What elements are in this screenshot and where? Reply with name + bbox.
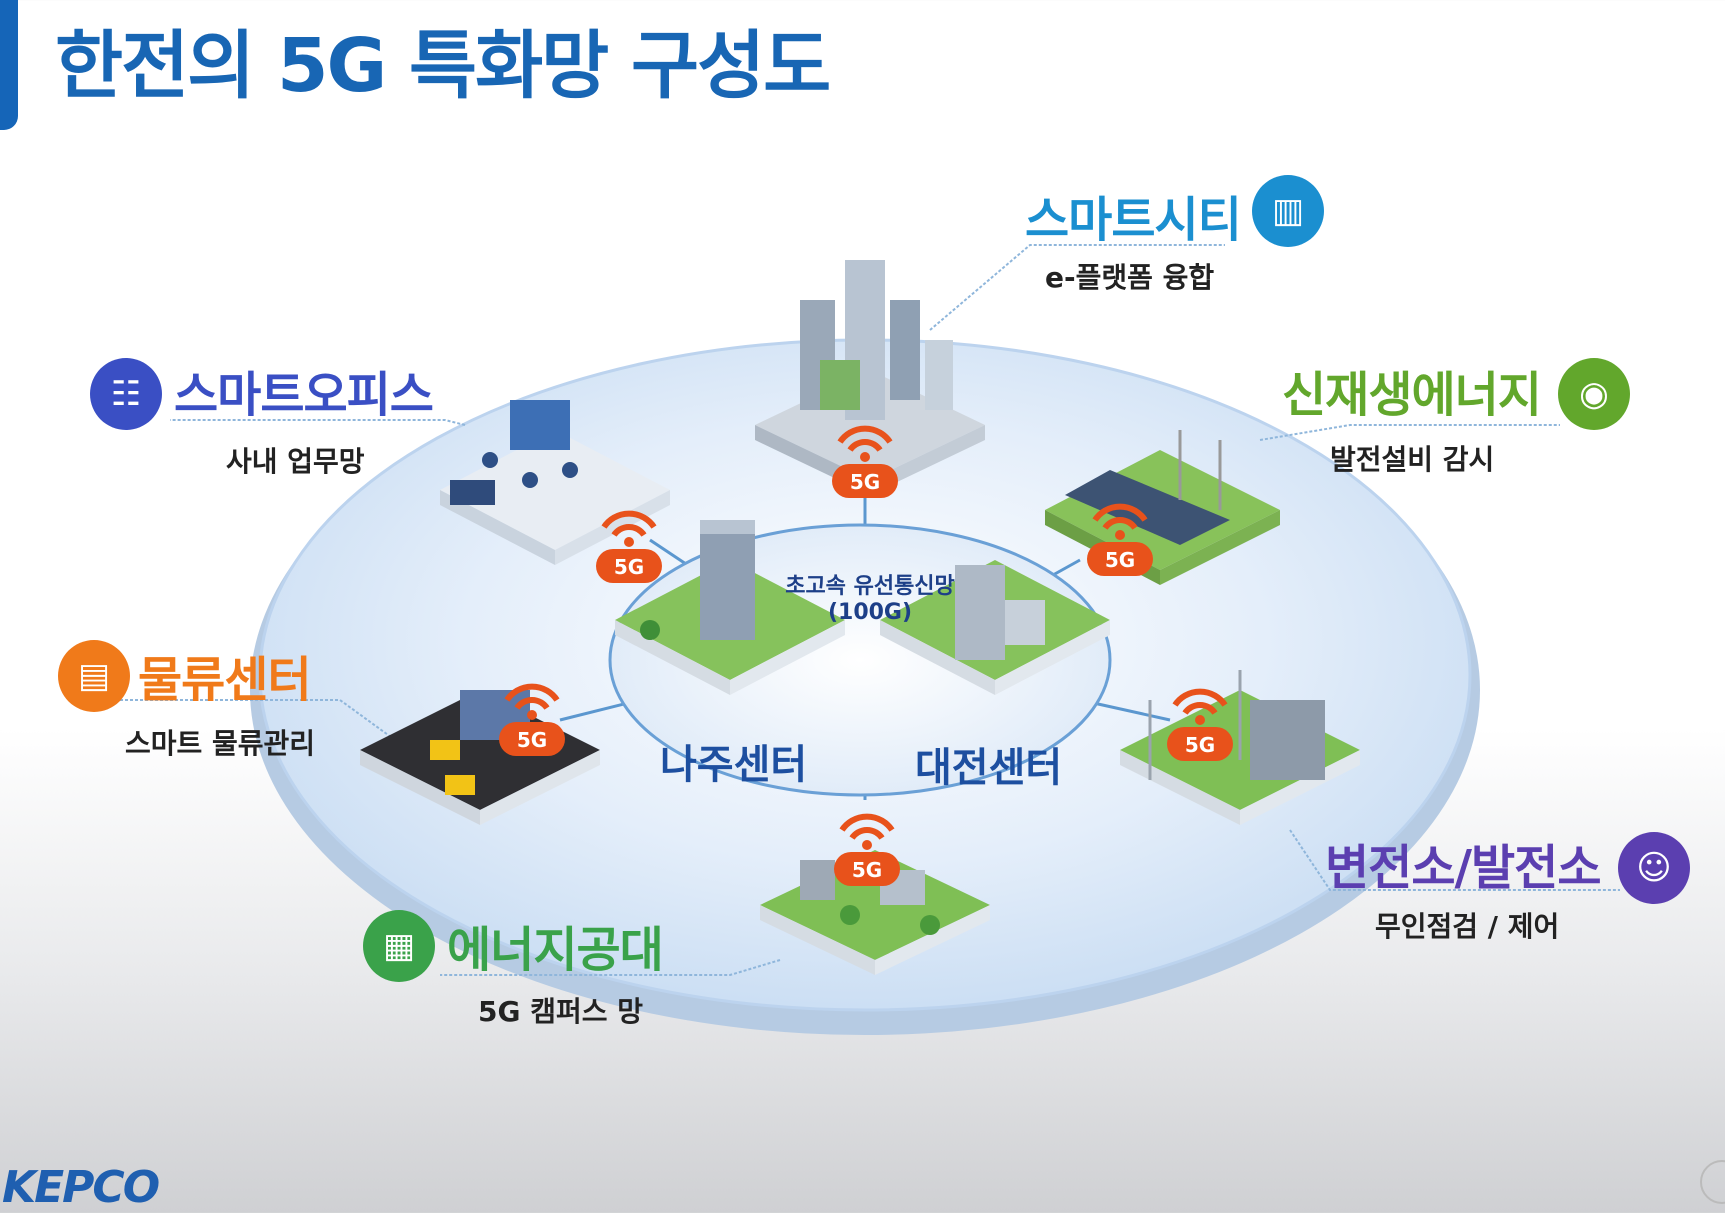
smart-office-title: 스마트오피스 [174,367,434,423]
page-title: 한전의 5G 특화망 구성도 [55,23,831,109]
tile-renewable [1045,430,1280,585]
daejeon-center-label: 대전센터 [915,745,1063,791]
tile-substation [1120,670,1360,825]
robot-icon: ☺ [1618,832,1690,904]
badge-5g-city: 5G [828,412,902,502]
badge-5g-label: 5G [1184,733,1216,757]
tile-daejeon-center [880,560,1110,695]
people-group-icon: ☷ [90,358,162,430]
logistics-box-icon: ▤ [58,640,130,712]
badge-5g-label: 5G [613,555,645,579]
tile-kentech [760,850,990,975]
substation-title: 변전소/발전소 [1325,840,1601,896]
badge-5g-logistics: 5G [495,670,569,760]
header-accent-bar [0,0,18,130]
cctv-camera-icon: ◉ [1558,358,1630,430]
renewable-title: 신재생에너지 [1282,367,1542,423]
smart-office-sub: 사내 업무망 [226,445,365,478]
logistics-title: 물류센터 [138,652,312,708]
naju-center-label: 나주센터 [660,742,808,788]
smart-city-sub: e-플랫폼 융합 [1045,261,1215,294]
tile-naju-center [615,520,845,695]
badge-5g-label: 5G [851,858,883,882]
badge-5g-label: 5G [849,470,881,494]
tile-logistics [360,690,600,825]
badge-5g-renewable: 5G [1083,490,1157,580]
center-caption: 초고속 유선통신망 (100G) [770,568,970,625]
substation-sub: 무인점검 / 제어 [1375,910,1560,943]
badge-5g-label: 5G [516,728,548,752]
campus-building-icon: ▦ [363,910,435,982]
smart-city-title: 스마트시티 [1025,192,1242,248]
kepco-logo: KEPCO [2,1162,160,1213]
badge-5g-label: 5G [1104,548,1136,572]
badge-5g-kentech: 5G [830,800,904,890]
badge-5g-substation: 5G [1163,675,1237,765]
city-buildings-icon: ▥ [1252,175,1324,247]
renewable-sub: 발전설비 감시 [1330,443,1495,476]
logistics-sub: 스마트 물류관리 [125,727,316,760]
kentech-title: 에너지공대 [447,922,664,978]
kentech-sub: 5G 캠퍼스 망 [478,995,644,1028]
center-caption-line2: (100G) [827,600,913,625]
badge-5g-office: 5G [592,497,666,587]
center-caption-line1: 초고속 유선통신망 [785,574,955,599]
tile-smart-city [755,260,985,495]
